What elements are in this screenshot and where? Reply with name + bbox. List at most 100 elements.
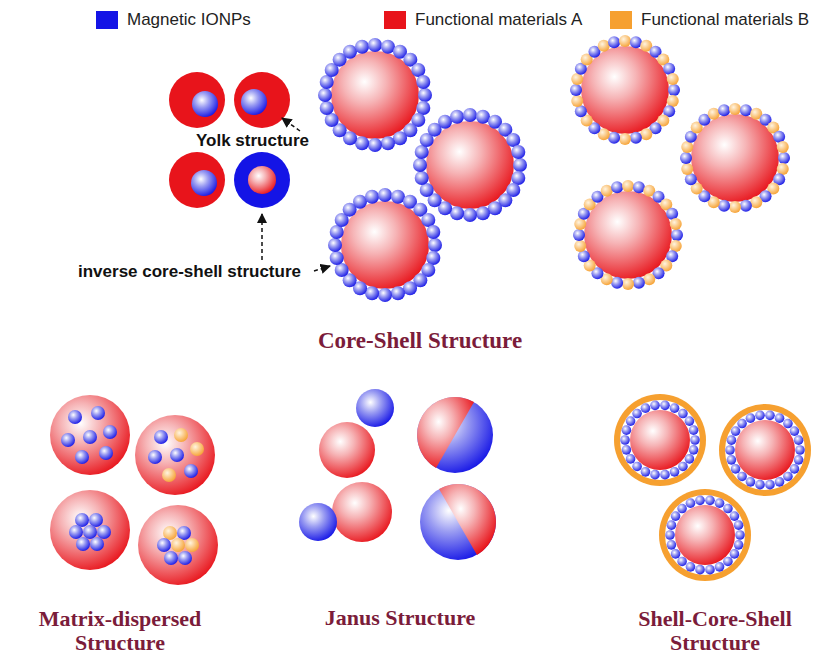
janus-magnetic — [299, 503, 337, 541]
magnetic-bead — [678, 462, 688, 472]
material-b-bead — [667, 73, 679, 85]
shell-material-b — [614, 394, 706, 486]
magnetic-bead — [667, 520, 677, 530]
magnetic-bead — [660, 401, 670, 411]
magnetic-bead — [727, 455, 737, 465]
material-b-bead — [729, 201, 741, 213]
magnetic-bead — [746, 413, 756, 423]
magnetic-shell — [234, 152, 290, 208]
magnetic-bead — [668, 84, 680, 96]
magnetic-bead — [611, 277, 623, 289]
legend-text: Functional materials B — [641, 10, 809, 30]
material-b-bead — [622, 278, 634, 290]
magnetic-bead — [157, 538, 171, 552]
magnetic-bead — [330, 225, 344, 239]
magnetic-bead — [83, 430, 97, 444]
magnetic-bead — [573, 229, 585, 241]
magnetic-bead — [755, 411, 765, 421]
material-b-bead — [571, 95, 583, 107]
magnetic-bead — [608, 132, 620, 144]
magnetic-bead — [695, 565, 705, 575]
magnetic-bead — [633, 181, 645, 193]
magnetic-bead — [75, 450, 89, 464]
magnetic-bead — [723, 504, 733, 514]
magnetic-bead — [715, 498, 725, 508]
material-b-bead — [667, 95, 679, 107]
magnetic-bead — [746, 477, 756, 487]
magnetic-bead — [90, 537, 104, 551]
magnetic-bead — [416, 75, 430, 89]
shell-material-b — [719, 404, 811, 496]
magnetic-bead — [148, 450, 162, 464]
matrix-material-a — [50, 490, 130, 570]
magnetic-bead — [685, 173, 697, 185]
magnetic-bead — [734, 520, 744, 530]
magnetic-bead — [650, 401, 660, 411]
magnetic-bead — [731, 426, 741, 436]
matrix-material-a — [138, 505, 218, 585]
magnetic-bead — [775, 477, 785, 487]
core-material-a — [581, 46, 669, 134]
magnetic-bead — [381, 136, 395, 150]
magnetic-bead — [421, 213, 435, 227]
magnetic-bead — [177, 526, 191, 540]
magnetic-bead — [103, 425, 117, 439]
magnetic-bead — [391, 286, 405, 300]
magnetic-bead — [575, 105, 587, 117]
shell-material-a — [234, 72, 290, 128]
magnetic-bead — [328, 238, 342, 252]
magnetic-bead — [689, 425, 699, 435]
material-b-bead — [574, 240, 586, 252]
material-b-bead — [190, 442, 204, 456]
magnetic-bead — [325, 113, 339, 127]
magnetic-bead — [378, 288, 392, 302]
magnetic-bead — [695, 496, 705, 506]
magnetic-bead — [381, 40, 395, 54]
magnetic-bead — [671, 511, 681, 521]
core-material-a — [675, 505, 735, 565]
gap — [620, 400, 700, 480]
matrix-material-a — [50, 395, 130, 475]
magnetic-bead — [740, 200, 752, 212]
magnetic-bead — [755, 480, 765, 490]
material-b-bead — [643, 273, 655, 285]
magnetic-bead — [686, 498, 696, 508]
material-b-bead — [729, 103, 741, 115]
core-material-a — [584, 191, 672, 279]
magnetic-bead — [671, 229, 683, 241]
gap — [725, 410, 805, 490]
material-b-bead — [777, 141, 789, 153]
group-title: Janus Structure — [290, 606, 510, 630]
material-b-bead — [681, 163, 693, 175]
group-title: Shell-Core-Shell Structure — [600, 607, 830, 655]
magnetic-bead — [632, 409, 642, 419]
magnetic-bead — [355, 136, 369, 150]
magnetic-bead — [660, 470, 670, 480]
matrix-material-a — [135, 415, 215, 495]
magnetic-bead — [734, 540, 744, 550]
magnetic-bead — [740, 104, 752, 116]
material-b-bead — [163, 526, 177, 540]
magnetic-bead — [154, 430, 168, 444]
magnetic-bead — [783, 419, 793, 429]
magnetic-bead — [667, 540, 677, 550]
magnetic-bead — [83, 525, 97, 539]
magnetic-bead — [506, 133, 520, 147]
magnetic-bead — [476, 206, 490, 220]
material-b-bead — [598, 40, 610, 52]
magnetic-bead — [391, 190, 405, 204]
magnetic-core — [191, 170, 217, 196]
material-b-bead — [162, 468, 176, 482]
magnetic-bead — [685, 416, 695, 426]
magnetic-bead — [416, 101, 430, 115]
magnetic-bead — [365, 286, 379, 300]
janus-material-a — [332, 482, 392, 542]
magnetic-bead — [630, 132, 642, 144]
magnetic-bead — [335, 263, 349, 277]
magnetic-bead — [641, 403, 651, 413]
material-b-bead — [171, 538, 185, 552]
magnetic-bead — [415, 145, 429, 159]
leader-arrow — [282, 118, 300, 131]
material-b-bead — [571, 73, 583, 85]
magnetic-bead — [670, 403, 680, 413]
